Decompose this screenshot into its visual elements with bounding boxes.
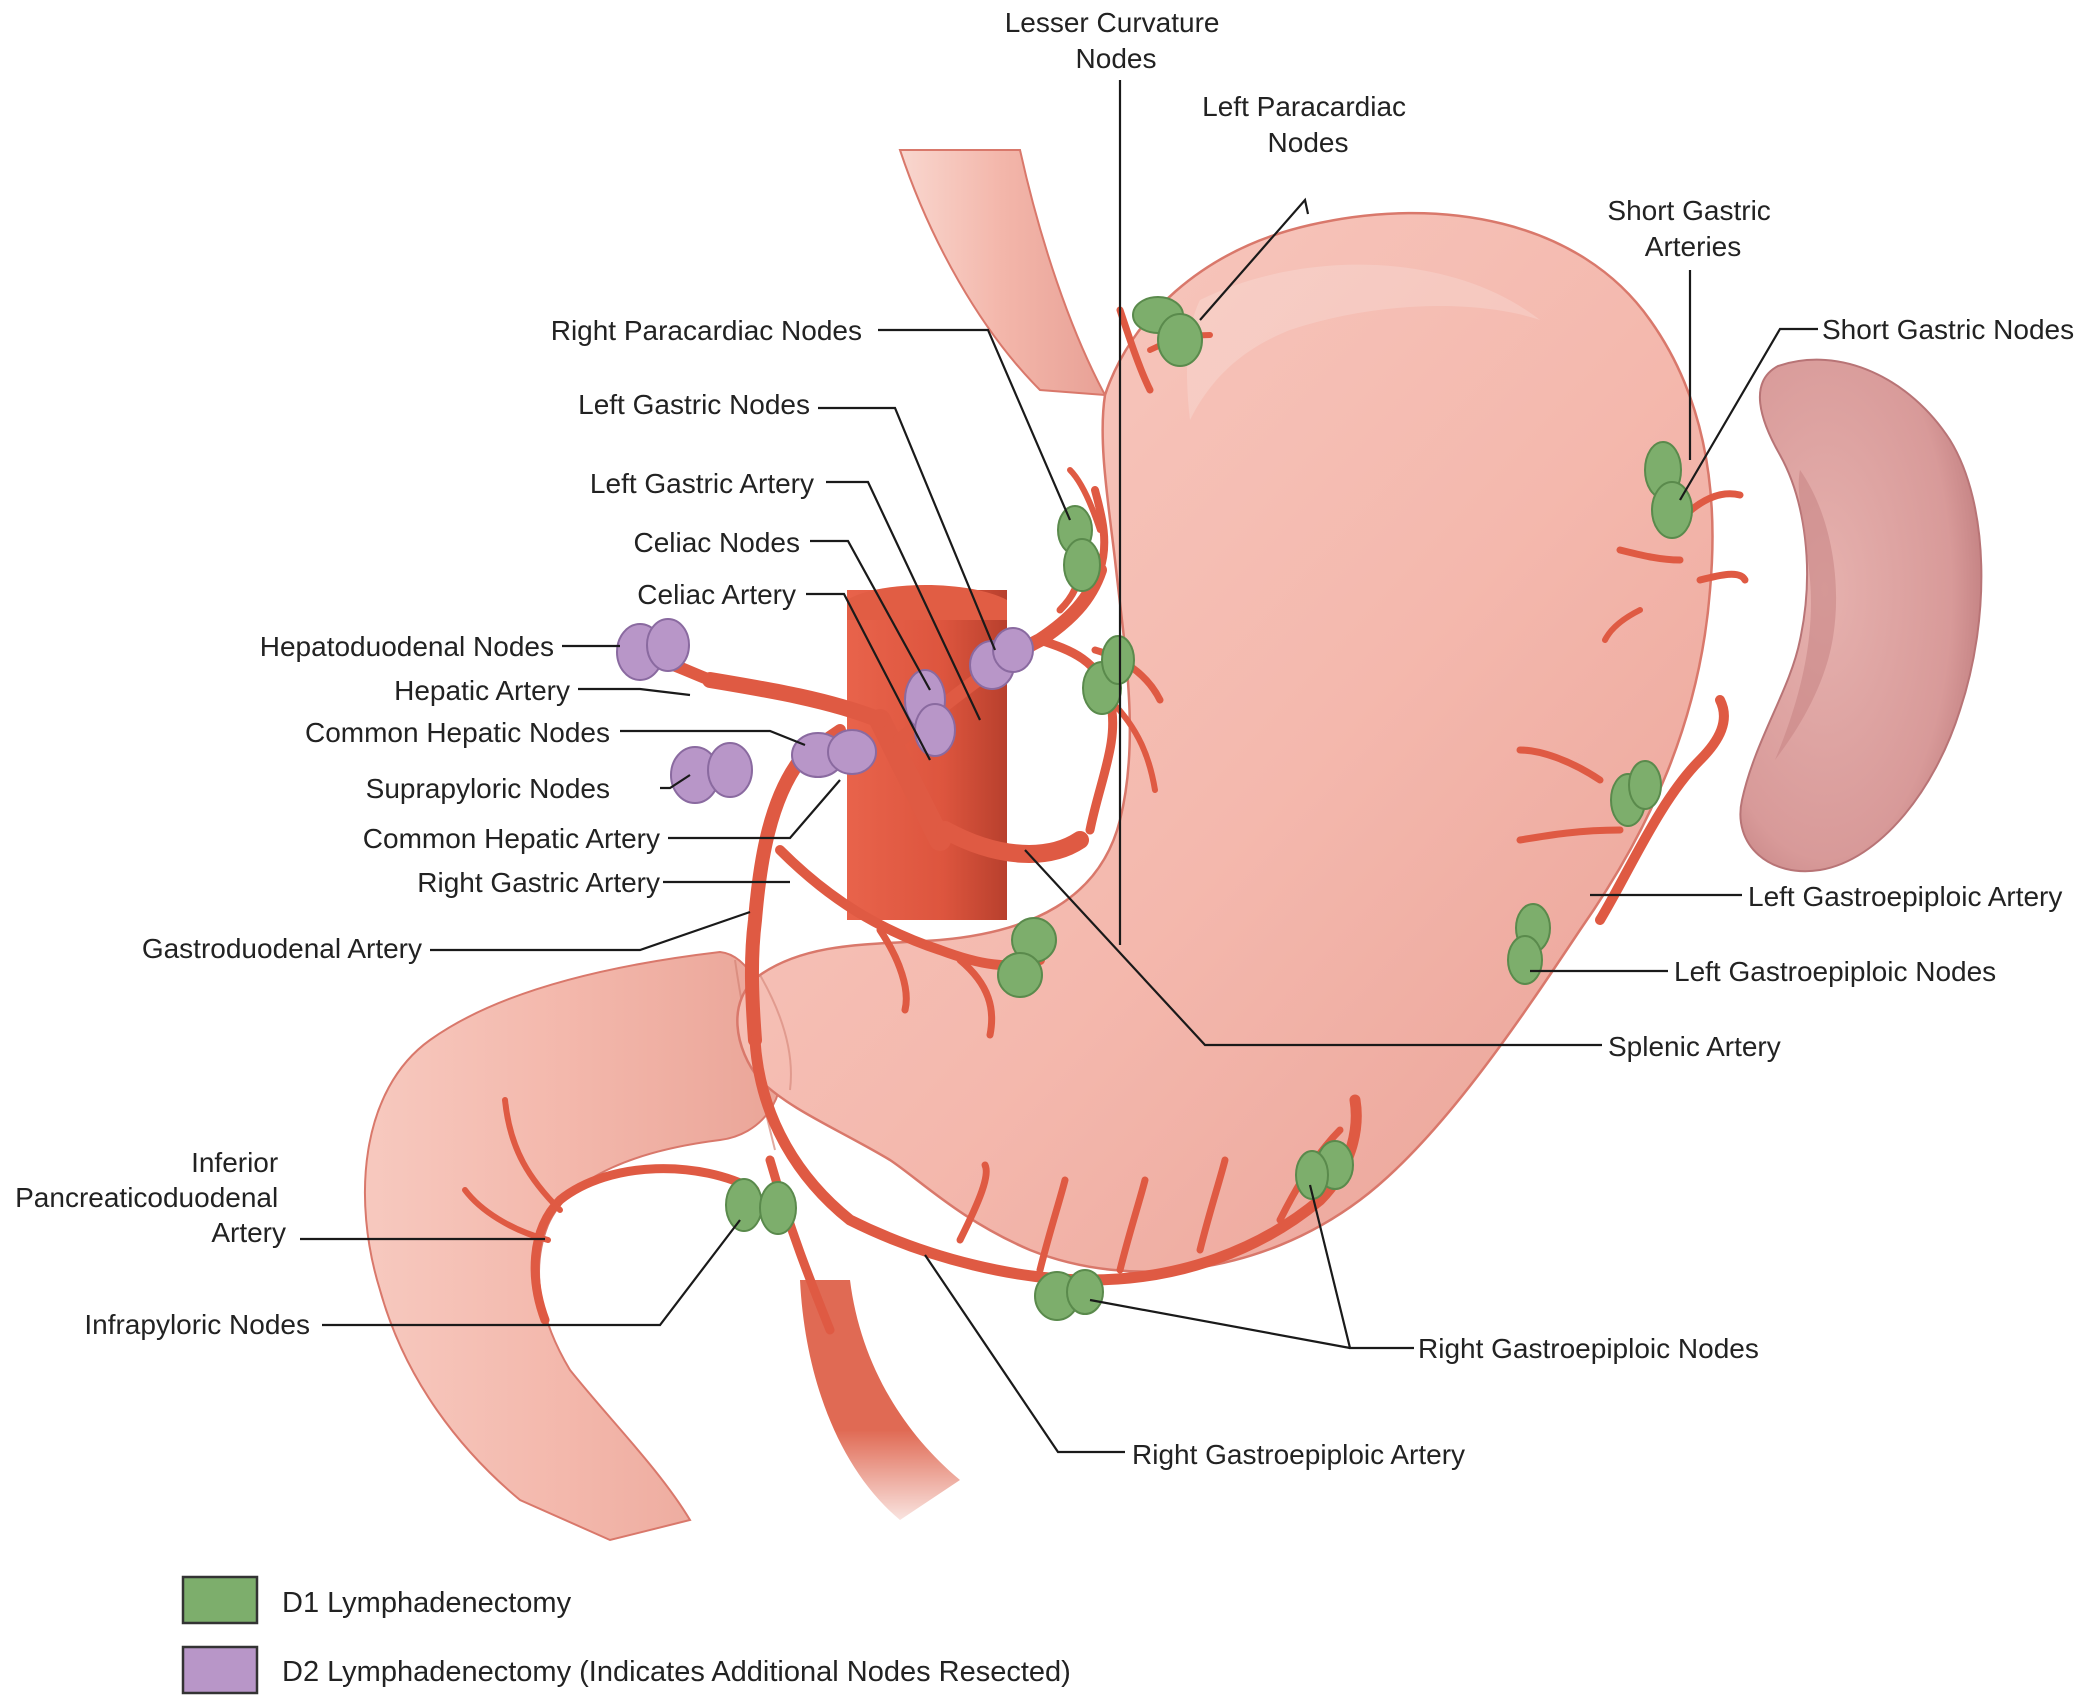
- label-infrapyloric-nodes: Infrapyloric Nodes: [84, 1309, 310, 1340]
- label-lesser-curvature-nodes: Lesser Curvature Nodes: [1005, 7, 1228, 74]
- label-right-gastric-artery: Right Gastric Artery: [417, 867, 660, 898]
- legend-label-d2: D2 Lymphadenectomy (Indicates Additional…: [282, 1656, 1071, 1688]
- label-short-gastric-nodes: Short Gastric Nodes: [1822, 314, 2074, 345]
- fade-overlay: [700, 1430, 1120, 1540]
- esophagus: [898, 149, 1107, 397]
- label-short-gastric-arteries: Short Gastric Arteries: [1607, 195, 1778, 262]
- label-right-gastroepiploic-artery: Right Gastroepiploic Artery: [1132, 1439, 1465, 1470]
- label-left-paracardiac-nodes: Left Paracardiac Nodes: [1202, 91, 1414, 158]
- leader-lines: [300, 80, 1818, 1454]
- d1-nodes: [725, 296, 1693, 1321]
- label-left-gastric-nodes: Left Gastric Nodes: [578, 389, 810, 420]
- label-hepatoduodenal-nodes: Hepatoduodenal Nodes: [260, 631, 554, 662]
- spleen-hilum-shade: [1775, 470, 1837, 760]
- label-gastroduodenal-artery: Gastroduodenal Artery: [142, 933, 422, 964]
- stomach-highlight: [1187, 264, 1540, 420]
- legend-label-d1: D1 Lymphadenectomy: [282, 1587, 572, 1619]
- stomach: [736, 211, 1714, 1273]
- pylorus-fold: [759, 974, 792, 1091]
- spleen: [1739, 358, 1983, 873]
- label-suprapyloric-nodes: Suprapyloric Nodes: [366, 773, 610, 804]
- label-inferior-pancreaticoduodenal-artery: Inferior Pancreaticoduodenal Artery: [15, 1147, 286, 1248]
- legend-swatch-d1: [181, 1575, 259, 1625]
- duodenum: [363, 950, 783, 1542]
- legend-swatch-d2: [181, 1645, 259, 1695]
- label-left-gastroepiploic-artery: Left Gastroepiploic Artery: [1748, 881, 2062, 912]
- labels: Lesser Curvature Nodes Left Paracardiac …: [15, 7, 2074, 1470]
- label-left-gastroepiploic-nodes: Left Gastroepiploic Nodes: [1674, 956, 1996, 987]
- label-celiac-nodes: Celiac Nodes: [633, 527, 800, 558]
- anatomy-illustration: [363, 149, 1983, 1542]
- label-common-hepatic-artery: Common Hepatic Artery: [363, 823, 660, 854]
- label-common-hepatic-nodes: Common Hepatic Nodes: [305, 717, 610, 748]
- label-right-paracardiac-nodes: Right Paracardiac Nodes: [551, 315, 862, 346]
- label-right-gastroepiploic-nodes: Right Gastroepiploic Nodes: [1418, 1333, 1759, 1364]
- label-celiac-artery: Celiac Artery: [637, 579, 796, 610]
- label-splenic-artery: Splenic Artery: [1608, 1031, 1781, 1062]
- legend: D1 Lymphadenectomy D2 Lymphadenectomy (I…: [181, 1575, 1071, 1695]
- label-left-gastric-artery: Left Gastric Artery: [590, 468, 814, 499]
- label-hepatic-artery: Hepatic Artery: [394, 675, 570, 706]
